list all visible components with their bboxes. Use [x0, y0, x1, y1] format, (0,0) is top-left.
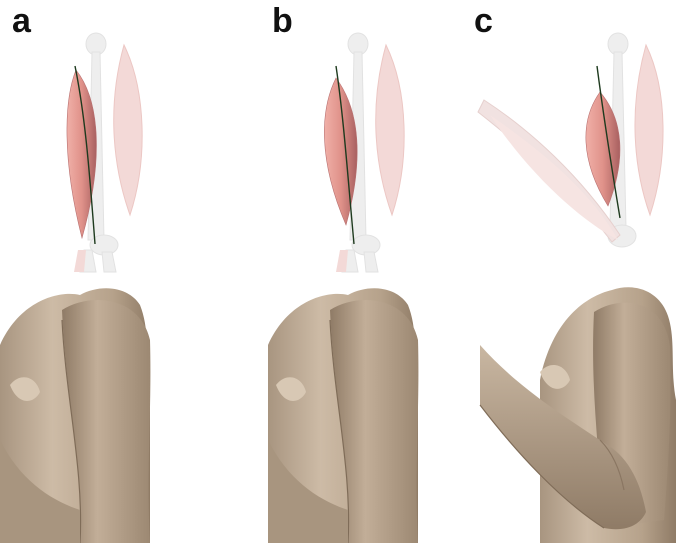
panel-c-muscle-model: [478, 33, 663, 247]
panel-b-arm-render: [268, 288, 418, 543]
forearm-ghost-a: [74, 250, 86, 272]
panel-a-arm-render: [0, 288, 150, 543]
forearm-ghost-b: [336, 250, 348, 272]
panel-c-arm-render: [480, 287, 676, 543]
panel-b-muscle-model: [324, 33, 404, 272]
panel-a-muscle-model: [67, 33, 142, 272]
triceps-ghost-a: [114, 45, 142, 215]
triceps-ghost-c: [635, 45, 663, 215]
triceps-ghost-b: [376, 45, 404, 215]
